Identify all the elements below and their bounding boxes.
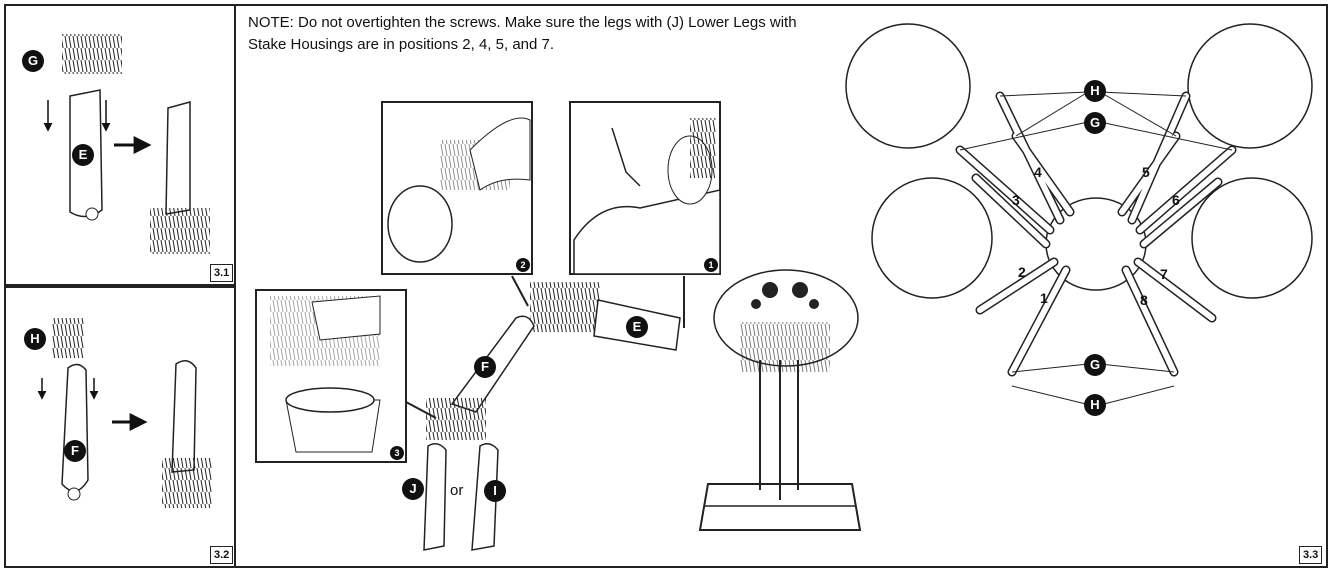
step-3-2-panel — [4, 286, 236, 568]
leg-position-5: 5 — [1142, 164, 1150, 180]
part-label-h-step32: H — [24, 328, 46, 350]
leg-position-2: 2 — [1018, 264, 1026, 280]
part-label-f-step32: F — [64, 440, 86, 462]
detail-number-2: 2 — [516, 258, 530, 272]
leg-position-8: 8 — [1140, 292, 1148, 308]
part-label-e-main: E — [626, 316, 648, 338]
detail-number-1: 1 — [704, 258, 718, 272]
step-3-2-art — [37, 318, 212, 508]
spider-body-on-stand — [698, 269, 862, 531]
leg-position-7: 7 — [1160, 266, 1168, 282]
leg-position-1: 1 — [1040, 290, 1048, 306]
part-label-h-bottom: H — [1084, 394, 1106, 416]
step-3-3-art — [845, 23, 1313, 405]
step-3-1-art — [43, 34, 210, 254]
step-number-3-1: 3.1 — [210, 264, 234, 282]
detail-number-3: 3 — [390, 446, 404, 460]
fur-skirt-g — [62, 34, 122, 74]
step-number-3-3: 3.3 — [1299, 546, 1323, 564]
note-text: NOTE: Do not overtighten the screws. Mak… — [248, 14, 797, 53]
part-label-g-top: G — [1084, 112, 1106, 134]
step-number-3-2: 3.2 — [210, 546, 234, 564]
part-label-e-step31: E — [72, 144, 94, 166]
part-label-j: J — [402, 478, 424, 500]
part-label-f-main: F — [474, 356, 496, 378]
part-label-g-bottom: G — [1084, 354, 1106, 376]
part-label-h-top: H — [1084, 80, 1106, 102]
leg-position-4: 4 — [1034, 164, 1042, 180]
detail-insets — [255, 101, 721, 463]
part-label-g-step31: G — [22, 50, 44, 72]
leg-position-3: 3 — [1012, 192, 1020, 208]
part-label-i: I — [484, 480, 506, 502]
leg-segment-f — [61, 363, 89, 492]
leg-position-6: 6 — [1172, 192, 1180, 208]
or-text: or — [450, 482, 464, 499]
